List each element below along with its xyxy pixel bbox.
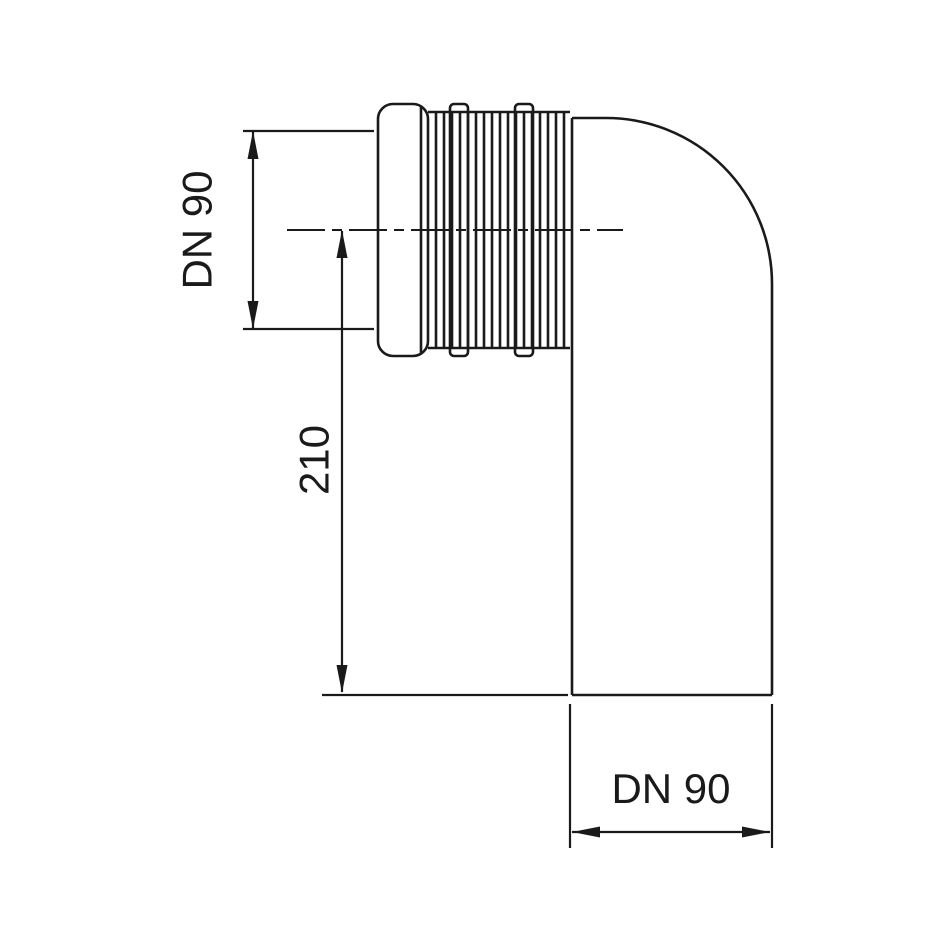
dimension-labels: DN 90 210 DN 90 (174, 170, 731, 812)
arrow-up-icon (336, 230, 348, 258)
arrow-down-icon (247, 301, 259, 329)
rib-band (448, 102, 470, 358)
arrow-right-icon (742, 826, 770, 838)
dimension-arrowheads (247, 131, 770, 838)
dimension-lines (243, 129, 774, 848)
label-outlet-diameter: DN 90 (611, 765, 730, 812)
label-inlet-diameter: DN 90 (174, 170, 221, 289)
elbow-outer-contour (572, 116, 774, 695)
dn90-left-extension-lines (243, 129, 374, 331)
arrow-up-icon (247, 131, 259, 159)
label-length: 210 (291, 425, 338, 495)
dn90-bottom-extension-lines (568, 704, 774, 848)
arrow-down-icon (336, 665, 348, 693)
pipe-fitting-outline (376, 102, 774, 697)
rib-band (513, 102, 535, 358)
arrow-left-icon (572, 826, 600, 838)
